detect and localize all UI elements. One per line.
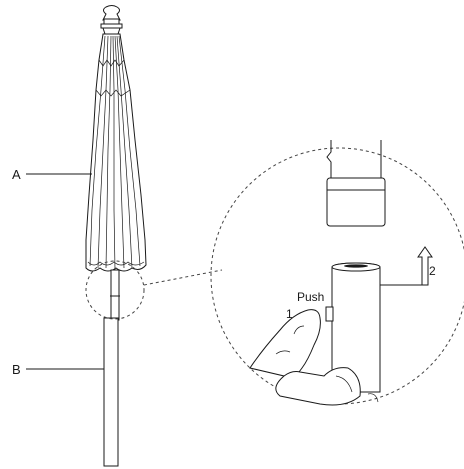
- push-button: [325, 306, 334, 322]
- label-a: A: [12, 167, 21, 182]
- step-2-label: 2: [429, 264, 436, 278]
- upper-pole-section: [326, 140, 386, 227]
- detail-content: 2 Push 1: [249, 140, 436, 406]
- callout-b: B: [12, 362, 104, 377]
- umbrella-pole: [103, 269, 120, 467]
- detail-connector-line: [143, 269, 223, 286]
- umbrella: [85, 5, 147, 467]
- detail-source-circle: [85, 260, 145, 320]
- lower-pole-section: [325, 262, 381, 393]
- callout-a: A: [12, 167, 92, 182]
- umbrella-finial: [100, 5, 123, 35]
- hand-icon: [249, 309, 379, 406]
- push-label: Push: [297, 290, 324, 304]
- up-arrow-icon: [380, 246, 433, 286]
- label-b: B: [12, 362, 21, 377]
- umbrella-canopy: [85, 33, 147, 272]
- step-1-label: 1: [286, 307, 293, 321]
